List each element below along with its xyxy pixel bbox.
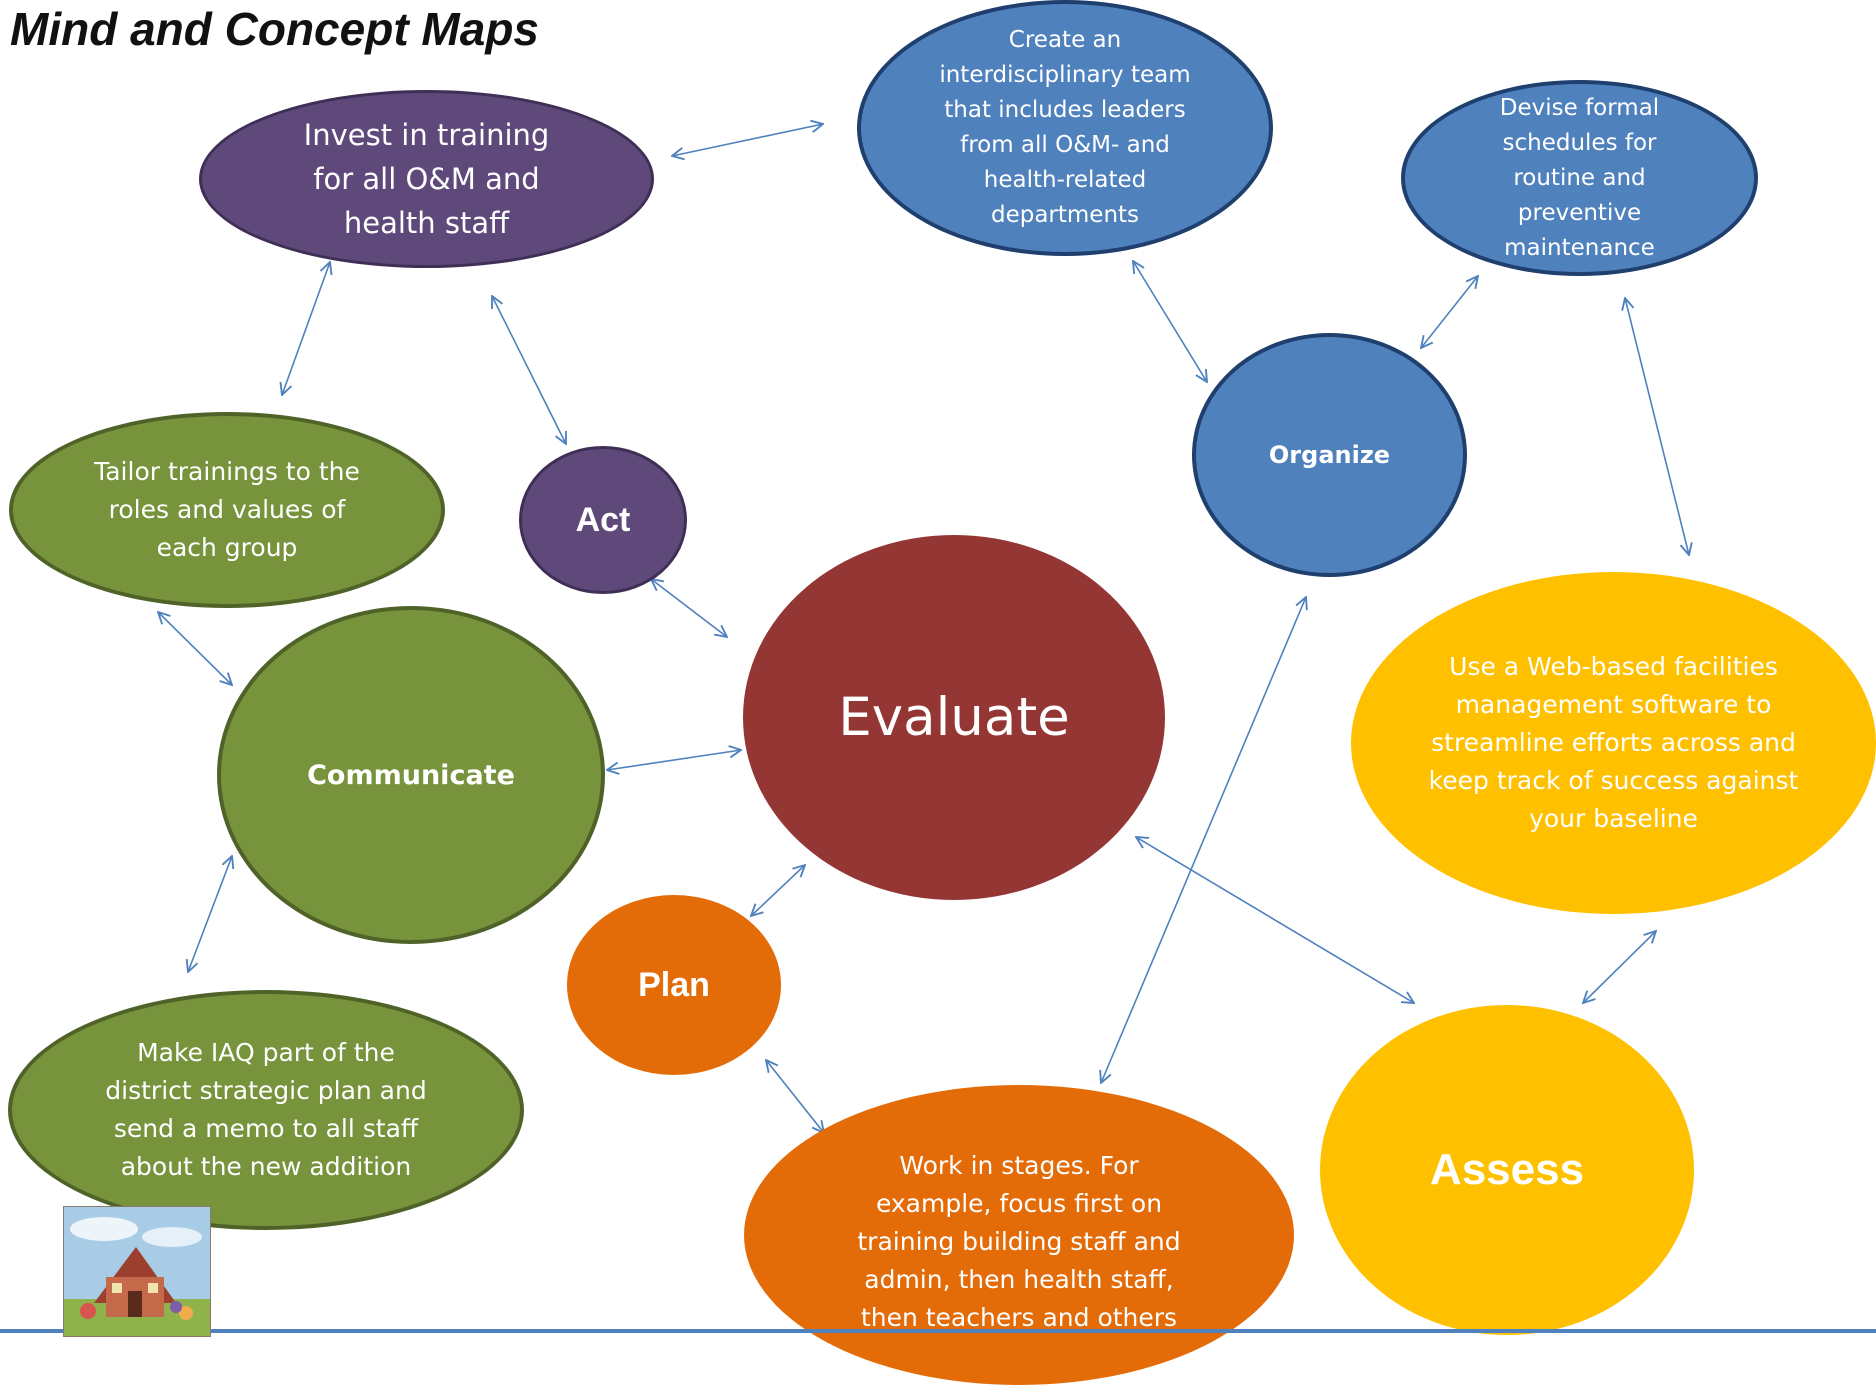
node-evaluate-label: Evaluate: [838, 687, 1070, 748]
arrow-assess-useweb: [1583, 931, 1656, 1003]
node-devise-schedules-label: Devise formal schedules for routine and …: [1499, 94, 1660, 261]
arrow-invest-tailor: [282, 262, 330, 395]
node-act-label: Act: [575, 500, 631, 539]
node-invest-training[interactable]: Invest in training for all O&M and healt…: [199, 90, 654, 268]
arrow-communicate-makeiaq: [188, 856, 232, 972]
school-illustration-icon: [63, 1206, 211, 1337]
arrow-devise-useweb: [1625, 298, 1689, 555]
arrow-invest-create-team: [672, 124, 823, 156]
bottom-rule: [0, 1329, 1876, 1333]
node-evaluate[interactable]: Evaluate: [743, 535, 1165, 900]
arrow-act-evaluate: [651, 579, 727, 637]
node-communicate[interactable]: Communicate: [217, 606, 605, 944]
node-assess[interactable]: Assess: [1320, 1005, 1694, 1335]
node-make-iaq-label: Make IAQ part of the district strategic …: [105, 1038, 427, 1181]
arrow-communicate-evaluate: [607, 750, 741, 770]
node-plan[interactable]: Plan: [567, 895, 781, 1075]
node-devise-schedules[interactable]: Devise formal schedules for routine and …: [1401, 80, 1758, 276]
node-communicate-label: Communicate: [307, 759, 515, 791]
node-act[interactable]: Act: [519, 446, 687, 594]
arrow-evaluate-assess: [1136, 837, 1414, 1003]
node-tailor-trainings-label: Tailor trainings to the roles and values…: [94, 457, 360, 562]
node-organize[interactable]: Organize: [1192, 333, 1467, 577]
arrow-plan-workstages: [766, 1060, 824, 1133]
page-title: Mind and Concept Maps: [10, 3, 539, 55]
node-use-web[interactable]: Use a Web-based facilities management so…: [1351, 572, 1876, 914]
node-organize-label: Organize: [1268, 441, 1391, 469]
node-create-team[interactable]: Create an interdisciplinary team that in…: [857, 0, 1273, 256]
arrow-invest-act: [492, 296, 566, 444]
node-use-web-label: Use a Web-based facilities management so…: [1428, 652, 1799, 833]
node-make-iaq[interactable]: Make IAQ part of the district strategic …: [8, 990, 524, 1230]
node-assess-label: Assess: [1429, 1145, 1585, 1194]
connector-layer: [0, 0, 1876, 1335]
node-plan-label: Plan: [638, 965, 710, 1004]
node-work-in-stages[interactable]: Work in stages. For example, focus first…: [744, 1085, 1294, 1385]
node-tailor-trainings[interactable]: Tailor trainings to the roles and values…: [9, 412, 445, 608]
node-invest-training-label: Invest in training for all O&M and healt…: [303, 118, 550, 240]
arrow-organize-devise: [1421, 276, 1478, 348]
node-create-team-label: Create an interdisciplinary team that in…: [939, 27, 1191, 228]
arrow-tailor-communicate: [158, 612, 232, 685]
node-work-in-stages-label: Work in stages. For example, focus first…: [857, 1151, 1181, 1332]
arrow-createteam-organize: [1133, 261, 1207, 382]
arrow-evaluate-plan: [751, 865, 805, 916]
